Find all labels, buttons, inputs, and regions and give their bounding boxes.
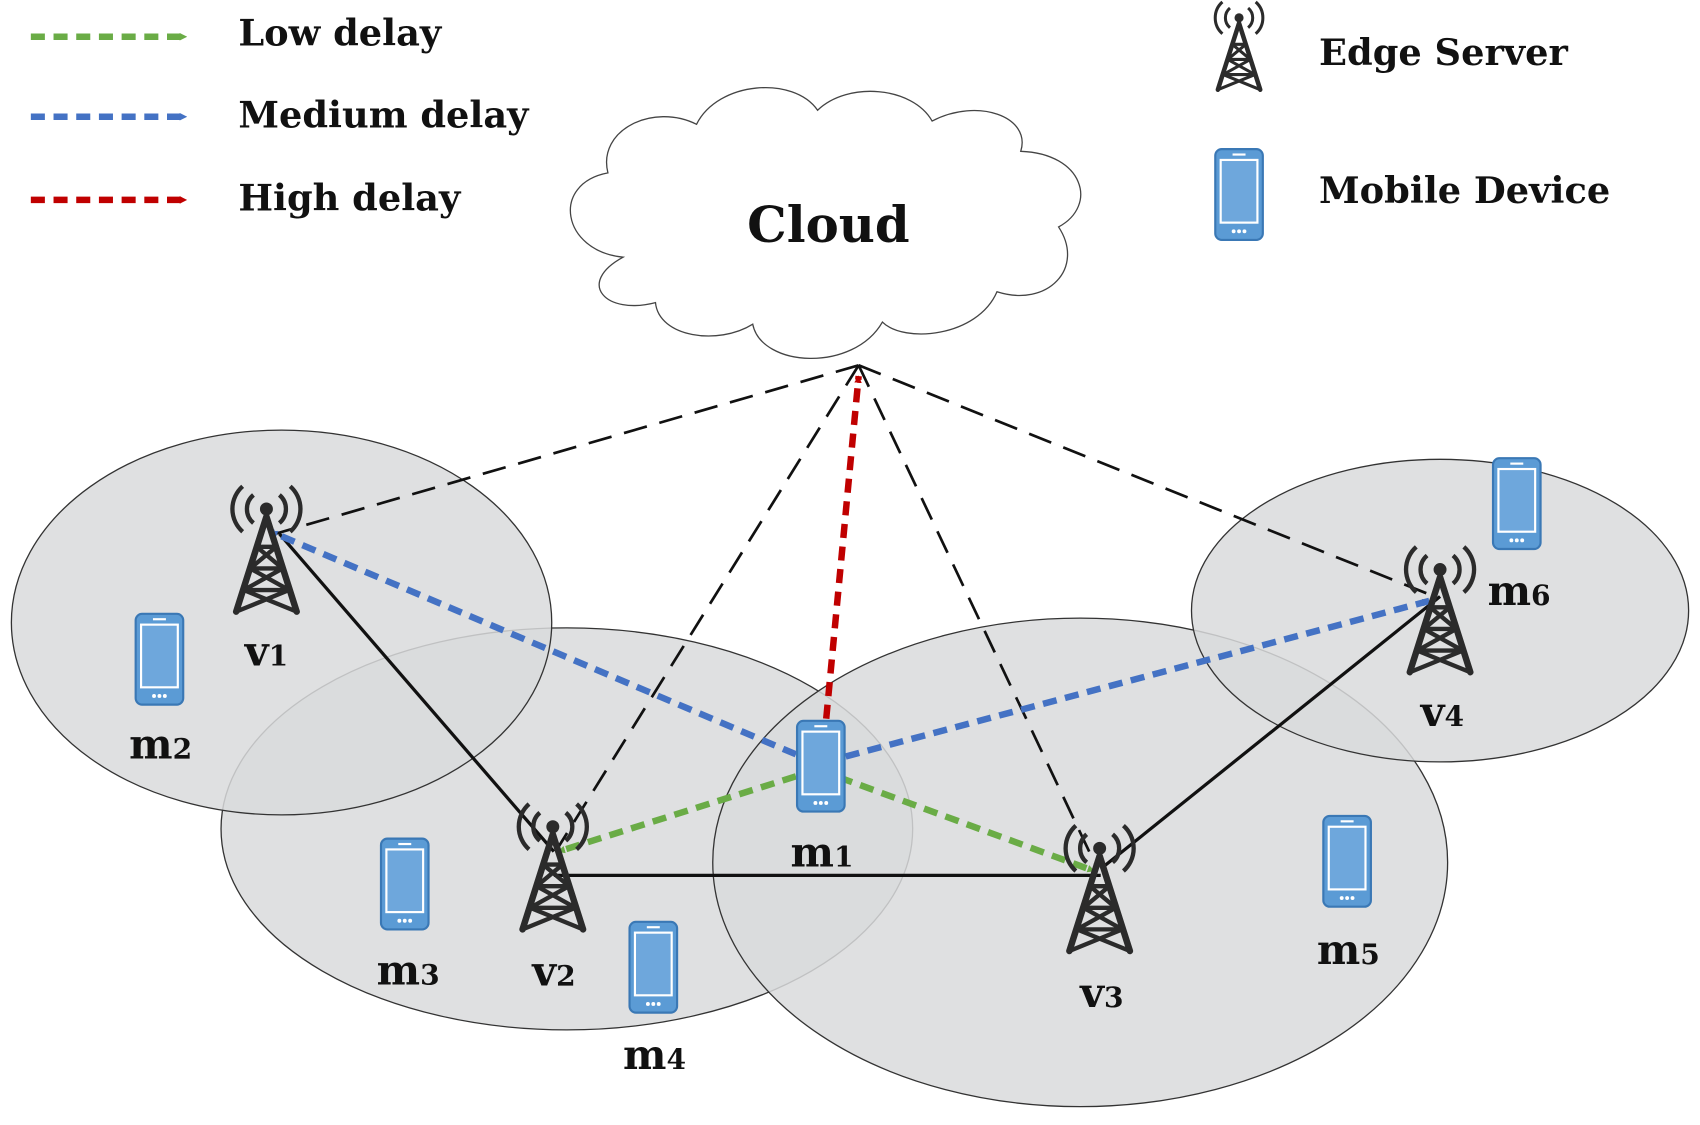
label-v4: v4: [1420, 687, 1464, 736]
legend-edge-server-label: Edge Server: [1319, 31, 1569, 74]
legend-mobile-device-icon: [1214, 148, 1264, 241]
label-v2: v2: [531, 947, 575, 996]
mobile-device-m6-icon: [1491, 457, 1542, 551]
delay-arrows: [269, 375, 1431, 875]
medium-delay-arrow-v4: [844, 597, 1431, 760]
label-v3: v3: [1079, 968, 1123, 1017]
legend-nodes: Edge Server Mobile Device: [1214, 2, 1610, 241]
legend-mobile-device-label: Mobile Device: [1319, 169, 1610, 212]
low-delay-arrow-v3: [816, 766, 1096, 875]
cloud-label: Cloud: [747, 195, 909, 254]
legend-delay: Low delay Medium delay High delay: [30, 11, 530, 220]
cloud-link-v3: [857, 364, 1098, 868]
legend-high-delay-label: High delay: [238, 177, 462, 220]
mobile-device-m5-icon: [1322, 814, 1372, 908]
legend-medium-delay-label: Medium delay: [238, 94, 530, 137]
cloud-link-v4: [858, 364, 1430, 596]
legend-low-delay-label: Low delay: [238, 11, 443, 54]
backbone-links: [278, 532, 1442, 877]
legend-edge-server-icon: [1215, 2, 1263, 90]
label-v1: v1: [244, 627, 288, 676]
label-m6: m6: [1488, 566, 1551, 615]
cloud-links: [274, 363, 1430, 868]
label-m5: m5: [1317, 925, 1380, 974]
mobile-device-m4-icon: [628, 920, 679, 1014]
cloud-link-v2: [557, 364, 860, 848]
cloud-shape: [569, 87, 1082, 360]
label-m4: m4: [623, 1030, 686, 1079]
label-m1: m1: [791, 828, 854, 877]
mobile-device-m2-icon: [134, 612, 185, 706]
cloud-link-v1: [274, 363, 860, 536]
mobile-device-m3-icon: [379, 837, 430, 931]
medium-delay-arrow-v1: [269, 528, 798, 758]
label-m2: m2: [129, 720, 192, 769]
backbone-v1-v2: [278, 532, 556, 853]
backbone-v3-v4: [1099, 595, 1442, 871]
cell-v1: [10, 429, 553, 816]
mobile-device-m1-icon: [795, 719, 846, 813]
label-m3: m3: [377, 946, 440, 995]
high-delay-arrow-cloud: [822, 375, 862, 719]
cell-v4: [1190, 458, 1690, 763]
cloud: Cloud: [569, 87, 1082, 360]
